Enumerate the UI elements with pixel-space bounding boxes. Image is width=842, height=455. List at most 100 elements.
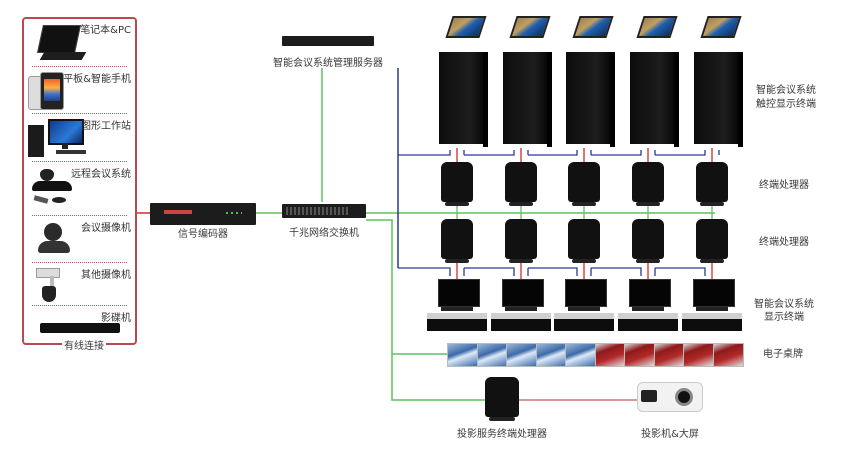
processor-body [696, 162, 728, 202]
security-camera-icon [36, 268, 70, 304]
switch-ports-icon [286, 207, 348, 215]
processor-stand [700, 259, 724, 263]
source-video-conference[interactable]: 远程会议系统 [24, 163, 135, 209]
lift-cabinet-side [483, 52, 488, 147]
lift-cabinet [630, 52, 674, 144]
divider [32, 66, 127, 67]
processor-stand [636, 202, 660, 206]
source-label: 图形工作站 [81, 121, 131, 132]
source-tablet-phone[interactable]: 平板&智能手机 [24, 68, 135, 113]
touch-lift-terminal[interactable] [566, 12, 616, 147]
lift-cabinet [439, 52, 483, 144]
electronic-nameplate[interactable] [712, 343, 744, 367]
terminal-processor[interactable] [696, 162, 728, 208]
touch-lift-terminal[interactable] [439, 12, 489, 147]
desk-body [618, 313, 678, 331]
terminal-processor[interactable] [441, 162, 473, 208]
ptz-camera-icon [38, 223, 74, 259]
desktop-display-terminal[interactable] [618, 279, 678, 331]
lift-cabinet-side [610, 52, 615, 147]
desktop-display-terminal[interactable] [554, 279, 614, 331]
source-ptz-camera[interactable]: 会议摄像机 [24, 217, 135, 263]
wired-connection-label: 有线连接 [62, 341, 106, 353]
source-workstation[interactable]: 图形工作站 [24, 115, 135, 161]
desktop-display-terminal[interactable] [491, 279, 551, 331]
wire-control-top [655, 150, 706, 156]
source-label: 影碟机 [101, 313, 131, 324]
divider [32, 161, 127, 162]
terminal-processor[interactable] [632, 219, 664, 265]
source-label: 其他摄像机 [81, 270, 131, 281]
projector-label: 投影机&大屏 [641, 429, 699, 440]
electronic-nameplate[interactable] [624, 343, 655, 367]
touch-screen-icon [700, 16, 742, 38]
source-laptop[interactable]: 笔记本&PC [24, 19, 135, 65]
electronic-nameplate[interactable] [653, 343, 685, 367]
display-terminal-label-line1: 智能会议系统 [754, 299, 814, 310]
touch-lift-terminal[interactable] [694, 12, 744, 147]
source-label: 笔记本&PC [80, 25, 131, 36]
electronic-nameplate[interactable] [683, 343, 714, 367]
terminal-processor[interactable] [441, 219, 473, 265]
touch-lift-terminal[interactable] [630, 12, 680, 147]
lift-cabinet-side [738, 52, 743, 147]
display-terminal-label-line2: 显示终端 [764, 312, 804, 323]
electronic-nameplate[interactable] [594, 343, 626, 367]
processor-body [696, 219, 728, 259]
desk-body [554, 313, 614, 331]
status-leds-icon [226, 212, 242, 214]
keyboard-icon [568, 307, 600, 311]
touch-screen-icon [445, 16, 487, 38]
processor-stand [509, 202, 533, 206]
workstation-icon [28, 117, 94, 161]
processor-row2-label: 终端处理器 [759, 237, 809, 248]
projector[interactable] [637, 382, 703, 412]
electronic-nameplate[interactable] [565, 343, 596, 367]
source-security-camera[interactable]: 其他摄像机 [24, 264, 135, 306]
electronic-nameplate[interactable] [447, 343, 478, 367]
source-label: 会议摄像机 [81, 223, 131, 234]
video-conference-icon [30, 167, 80, 209]
wire-control-top [591, 150, 642, 156]
electronic-nameplate[interactable] [476, 343, 508, 367]
wire-switch-to-lower-devices [366, 219, 487, 401]
wire-control-bottom [398, 267, 451, 276]
processor-stand [636, 259, 660, 263]
electronic-nameplate[interactable] [506, 343, 537, 367]
wire-control-top [528, 150, 578, 156]
processor-body [441, 219, 473, 259]
touch-terminal-label-line2: 触控显示终端 [756, 99, 816, 110]
processor-body [505, 162, 537, 202]
processor-stand [572, 202, 596, 206]
lift-cabinet-side [674, 52, 679, 147]
monitor-screen-icon [629, 279, 671, 307]
monitor-screen-icon [565, 279, 607, 307]
signal-encoder[interactable] [150, 203, 256, 225]
monitor-screen-icon [502, 279, 544, 307]
wire-control-bottom [591, 267, 642, 276]
terminal-processor[interactable] [568, 162, 600, 208]
wire-control-top [464, 150, 515, 156]
desk-body [682, 313, 742, 331]
source-dvd-player[interactable]: 影碟机 [24, 307, 135, 343]
terminal-processor[interactable] [568, 219, 600, 265]
electronic-nameplate[interactable] [535, 343, 567, 367]
processor-body [441, 162, 473, 202]
touch-terminal-label-line1: 智能会议系统 [756, 85, 816, 96]
terminal-processor[interactable] [632, 162, 664, 208]
management-server[interactable] [282, 36, 374, 46]
projection-processor-label: 投影服务终端处理器 [457, 429, 547, 440]
divider [32, 305, 127, 306]
gigabit-switch[interactable] [282, 204, 366, 218]
desktop-display-terminal[interactable] [427, 279, 487, 331]
desktop-display-terminal[interactable] [682, 279, 742, 331]
management-server-label: 智能会议系统管理服务器 [273, 58, 383, 69]
touch-lift-terminal[interactable] [503, 12, 553, 147]
terminal-processor[interactable] [696, 219, 728, 265]
terminal-processor[interactable] [505, 162, 537, 208]
projection-processor[interactable] [485, 377, 519, 423]
wired-sources-panel: 笔记本&PC 平板&智能手机 图形工作站 远程会议系统 [22, 17, 137, 345]
wire-control-bottom [655, 267, 706, 276]
brand-logo-icon [164, 210, 192, 214]
terminal-processor[interactable] [505, 219, 537, 265]
